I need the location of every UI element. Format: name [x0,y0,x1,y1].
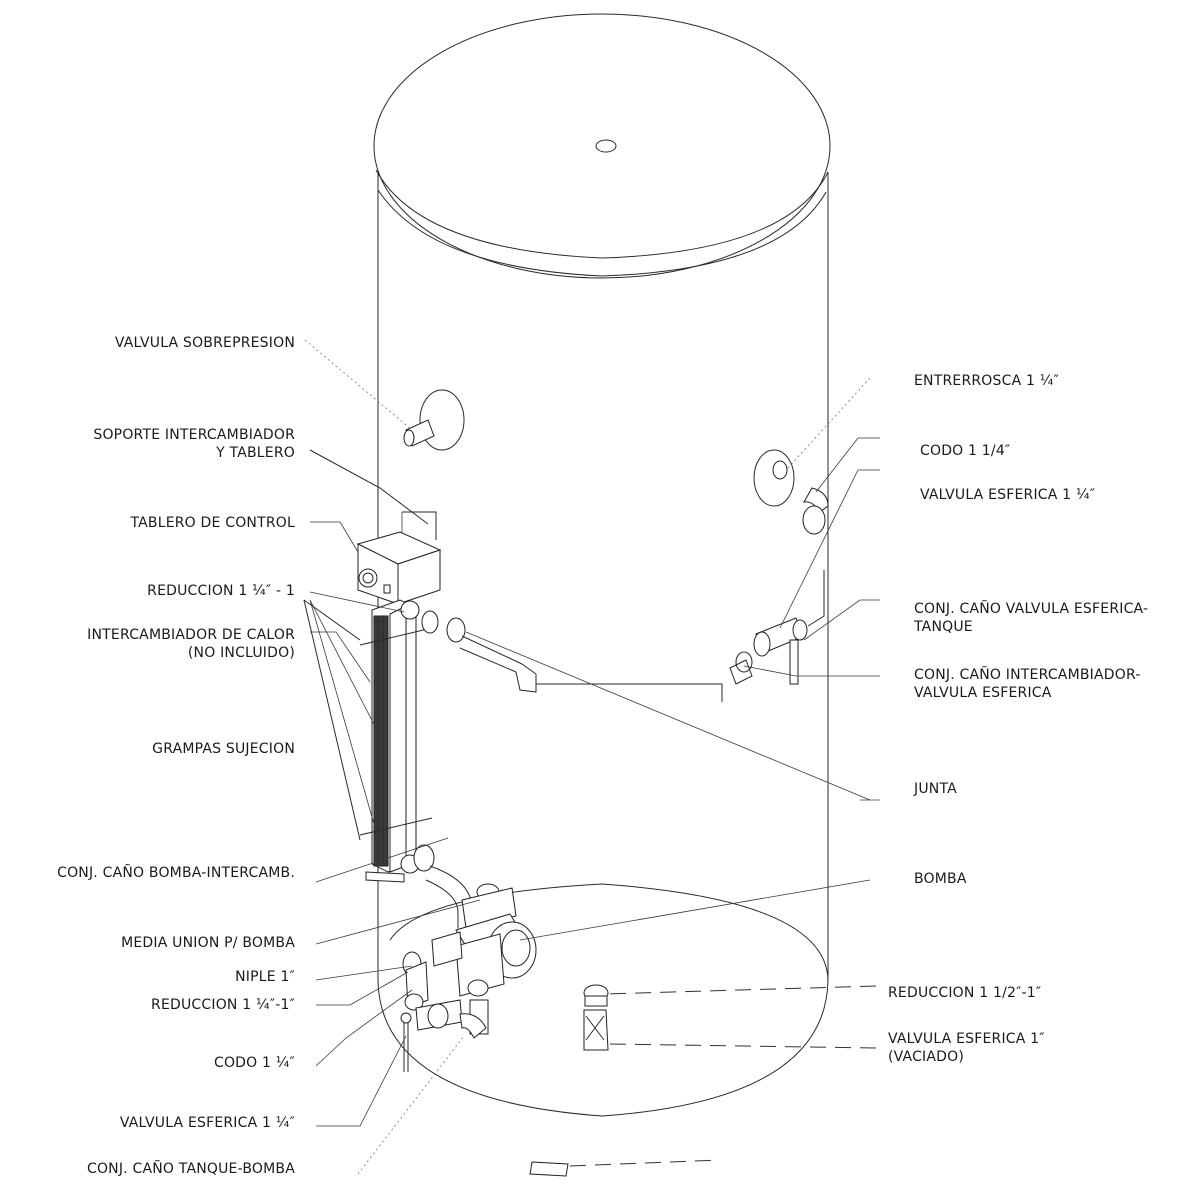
label-entrerrosca: ENTRERROSCA 1 ¼″ [914,373,1059,389]
label-reduccion-1-1-4-1b: REDUCCION 1 ¼″-1″ [151,997,295,1013]
tank-bottom [377,883,829,1117]
label-media-union-bomba: MEDIA UNION P/ BOMBA [121,935,295,951]
label-intercambiador-calor: INTERCAMBIADOR DE CALOR (NO INCLUIDO) [87,627,295,661]
control-box-drawing [356,531,442,605]
label-reduccion-1-1-2-1: REDUCCION 1 1/2″-1″ [888,985,1042,1001]
label-cano-tanque-bomba: CONJ. CAÑO TANQUE-BOMBA [86,1161,295,1177]
label-codo-1-1-4-left: CODO 1 ¼″ [213,1055,295,1071]
label-cano-intercambiador-valvula: CONJ. CAÑO INTERCAMBIADOR- VALVULA ESFER… [914,667,1141,701]
right-valve-group-drawing [729,449,829,685]
heat-exchanger-drawing [359,599,433,883]
label-codo-1-1-4-right: CODO 1 1/4″ [920,443,1011,459]
tank-lid-rim [375,169,829,259]
upper-pipe-drawing [421,610,871,801]
label-reduccion-1-1-4-1: REDUCCION 1 ¼″ - 1 [147,583,295,599]
label-tablero-control: TABLERO DE CONTROL [130,515,295,531]
left-fittings-drawing [400,951,487,1072]
label-valvula-esferica-vaciado: VALVULA ESFERICA 1″ (VACIADO) [888,1031,1045,1065]
label-cano-valvula-tanque: CONJ. CAÑO VALVULA ESFERICA- TANQUE [914,601,1149,635]
label-valvula-esferica-right: VALVULA ESFERICA 1 ¼″ [920,487,1096,503]
label-niple-1: NIPLE 1″ [235,969,295,985]
tank-lid-rim-lower [377,189,827,277]
label-cano-bomba-intercamb: CONJ. CAÑO BOMBA-INTERCAMB. [57,865,295,881]
tank-top-lid [373,13,831,279]
label-junta: JUNTA [914,781,957,797]
leader-lines [303,339,880,1175]
drain-fittings-drawing [583,984,609,1051]
label-valvula-esferica-left: VALVULA ESFERICA 1 ¼″ [119,1115,295,1131]
label-soporte-intercambiador: SOPORTE INTERCAMBIADOR Y TABLERO [93,427,295,461]
label-grampas-sujecion: GRAMPAS SUJECION [152,741,295,757]
label-bomba: BOMBA [914,871,967,887]
label-valvula-sobrepresion: VALVULA SOBREPRESION [114,335,295,351]
tank-top-fitting [595,139,617,153]
tank-foot [529,1161,569,1177]
relief-valve-drawing [403,389,465,451]
